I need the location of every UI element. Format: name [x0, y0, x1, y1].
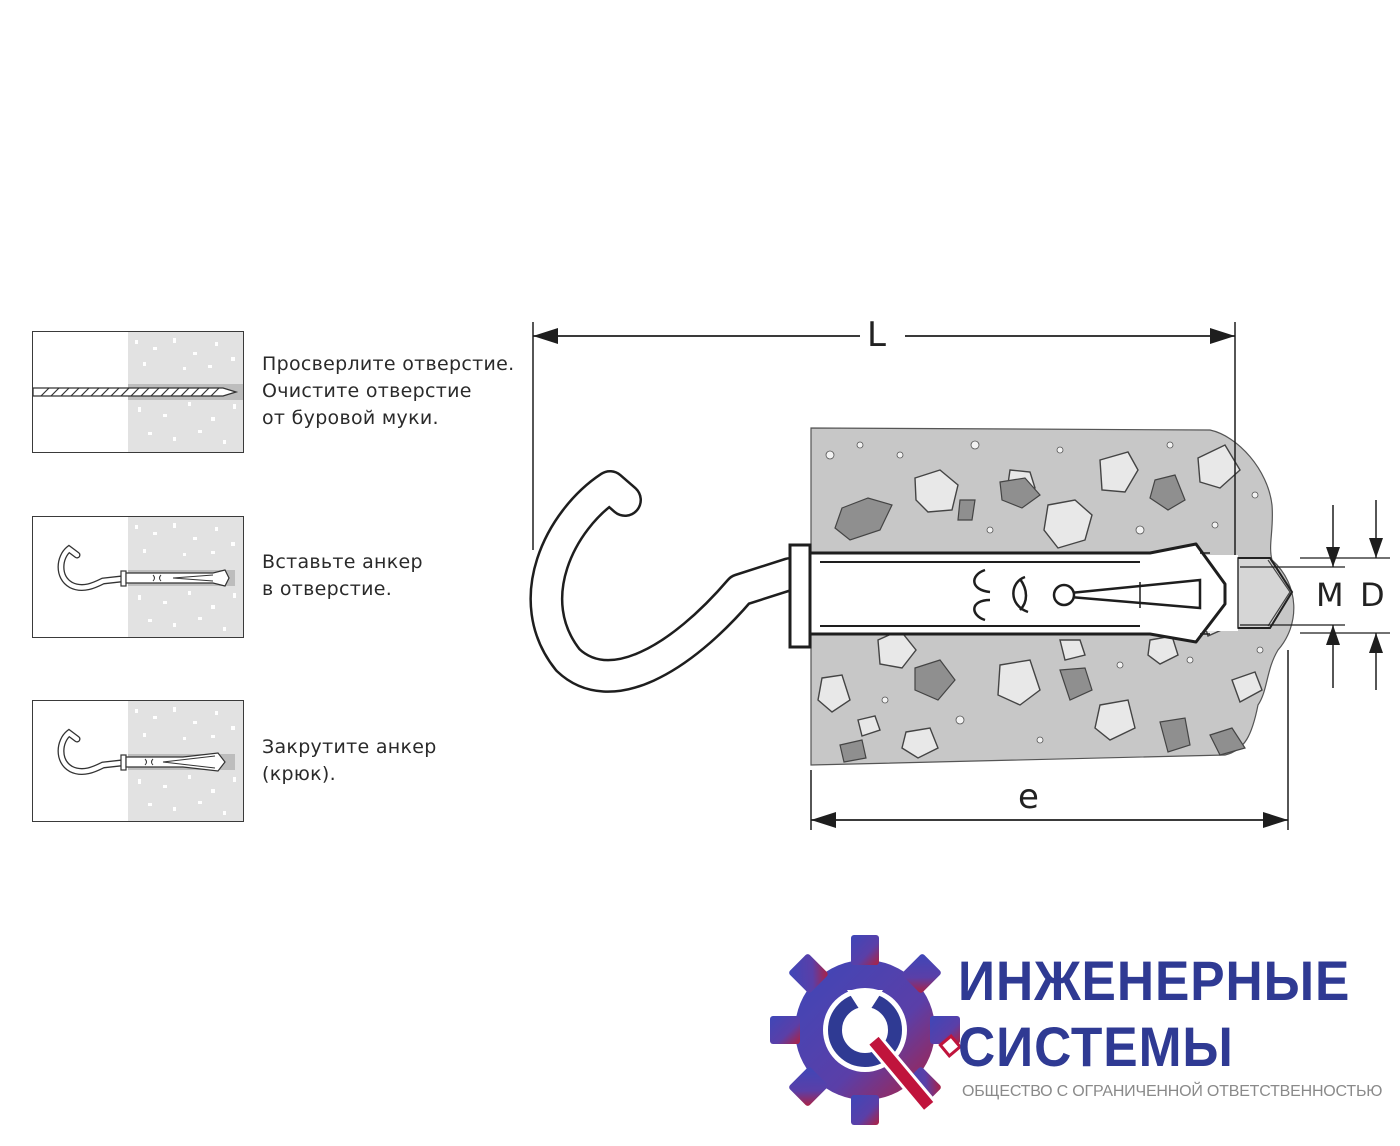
logo-title-line-1: ИНЖЕНЕРНЫЕ: [958, 949, 1351, 1012]
step-2-line-2: в отверстие.: [262, 578, 393, 600]
step-1-line-3: от буровой муки.: [262, 407, 439, 429]
step-2-illustration: [32, 516, 244, 638]
step-1-text: Просверлите отверстие. Очистите отверсти…: [262, 351, 515, 432]
dimension-embed-label: e: [1018, 777, 1039, 817]
step-2-line-1: Вставьте анкер: [262, 551, 423, 573]
drill-bit-icon: [33, 332, 243, 452]
dimension-thread-label: M: [1316, 576, 1344, 614]
logo-title-line-2: СИСТЕМЫ: [958, 1015, 1234, 1078]
hook-anchor-screwed-icon: [57, 701, 243, 821]
step-3-text: Закрутите анкер (крюк).: [262, 734, 437, 788]
step-1-line-2: Очистите отверстие: [262, 380, 472, 402]
step-2-text: Вставьте анкер в отверстие.: [262, 549, 423, 603]
gear-wrench-logo-icon: [770, 935, 963, 1125]
logo-subtitle: ОБЩЕСТВО С ОГРАНИЧЕННОЙ ОТВЕТСТВЕННОСТЬЮ: [962, 1083, 1383, 1100]
anchor-collar: [788, 543, 812, 649]
dimension-diameter-label: D: [1360, 576, 1385, 614]
step-1-line-1: Просверлите отверстие.: [262, 353, 515, 375]
dimension-length-label: L: [867, 315, 886, 355]
step-1-illustration: [32, 331, 244, 453]
step-3-line-1: Закрутите анкер: [262, 736, 437, 758]
step-3-line-2: (крюк).: [262, 763, 336, 785]
anchor-sleeve: [808, 542, 1227, 644]
step-3-illustration: [32, 700, 244, 822]
hook-anchor-icon: [57, 517, 243, 637]
